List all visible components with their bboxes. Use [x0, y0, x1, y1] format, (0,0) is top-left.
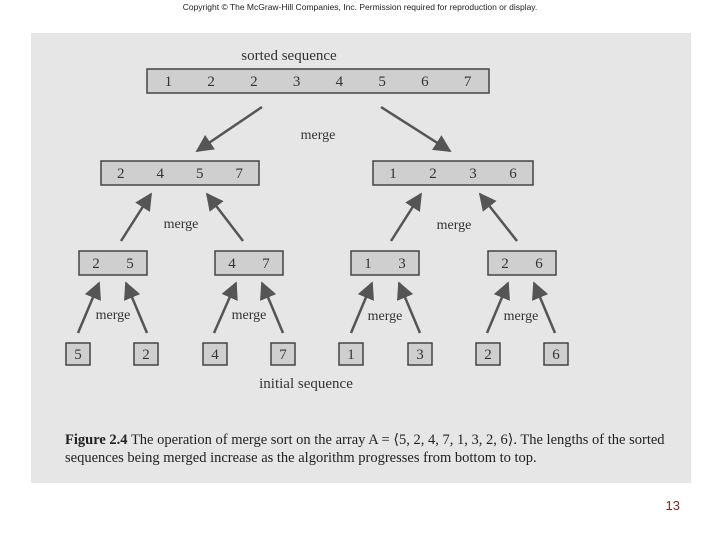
array-box: [100, 160, 260, 186]
array-cell-value: 2: [250, 74, 258, 90]
array-box: [146, 68, 490, 94]
merge-label: merge: [437, 218, 472, 233]
sorted-sequence-label: sorted sequence: [241, 48, 337, 64]
array-cell-value: 2: [142, 347, 150, 363]
merge-label: merge: [232, 308, 267, 323]
page-number: 13: [665, 498, 680, 513]
merge-arrow: [119, 192, 153, 242]
array-cell-value: 6: [421, 74, 429, 90]
copyright-notice: Copyright © The McGraw-Hill Companies, I…: [182, 2, 538, 12]
array-box: [214, 250, 284, 276]
merge-arrow: [205, 192, 244, 242]
array-box: [543, 342, 569, 366]
array-cell-value: 7: [279, 347, 287, 363]
merge-arrow: [195, 105, 263, 153]
array-cell-value: 1: [364, 256, 372, 272]
merge-sort-diagram: sorted sequence initial sequence 1 2 2 3 4 5 6…: [65, 48, 569, 392]
array-cell-value: 6: [535, 256, 543, 272]
array-cell-value: 1: [165, 74, 173, 90]
merge-label: merge: [301, 128, 336, 143]
figure-label: Figure 2.4: [65, 432, 128, 448]
array-cell-value: 2: [501, 256, 509, 272]
merge-arrow: [76, 281, 101, 334]
array-box: [372, 160, 534, 186]
array-cell-value: 5: [126, 256, 134, 272]
array-cell-value: 2: [484, 347, 492, 363]
array-cell-value: 6: [552, 347, 560, 363]
merge-label: merge: [164, 217, 199, 232]
array-cell-value: 3: [416, 347, 424, 363]
merge-arrow: [532, 281, 557, 334]
array-box: [202, 342, 228, 366]
merge-label: merge: [96, 308, 131, 323]
merge-sort-figure: sorted sequence initial sequence 1 2 2 3 4 5 6…: [31, 33, 691, 483]
array-box: [65, 342, 91, 366]
array-box: [270, 342, 296, 366]
array-cell-value: 7: [262, 256, 270, 272]
array-box: [407, 342, 433, 366]
array-cell-value: 2: [117, 166, 125, 182]
array-box: [475, 342, 501, 366]
array-cell-value: 6: [509, 166, 517, 182]
merge-arrow: [485, 281, 510, 334]
array-box: [487, 250, 557, 276]
caption-text: The operation of merge sort on the array…: [65, 432, 665, 466]
array-cell-value: 5: [378, 74, 386, 90]
array-cell-value: 2: [92, 256, 100, 272]
merge-arrow: [124, 281, 149, 334]
merge-arrow: [349, 281, 374, 334]
array-cell-value: 3: [293, 74, 301, 90]
array-cell-value: 4: [211, 347, 219, 363]
array-cell-value: 5: [196, 166, 204, 182]
array-box: [133, 342, 159, 366]
array-cell-value: 2: [429, 166, 437, 182]
merge-label: merge: [504, 309, 539, 324]
array-box: [338, 342, 364, 366]
merge-label: merge: [368, 309, 403, 324]
merge-arrows: [76, 105, 557, 334]
array-cell-value: 4: [336, 74, 344, 90]
merge-arrow: [212, 281, 238, 334]
initial-sequence-label: initial sequence: [259, 376, 353, 392]
merge-arrow: [478, 192, 518, 242]
merge-arrow: [389, 192, 423, 242]
array-cell-value: 7: [236, 166, 244, 182]
array-cell-value: 1: [347, 347, 355, 363]
array-cell-value: 4: [228, 256, 236, 272]
merge-arrow: [260, 281, 285, 334]
array-cell-value: 3: [469, 166, 477, 182]
figure-caption: Figure 2.4 The operation of merge sort o…: [65, 431, 685, 467]
array-cell-value: 7: [464, 74, 472, 90]
merge-arrow: [397, 281, 422, 334]
merge-arrow: [380, 105, 452, 153]
array-box: [350, 250, 420, 276]
array-cell-value: 5: [74, 347, 82, 363]
array-cell-value: 3: [398, 256, 406, 272]
array-cell-value: 4: [157, 166, 165, 182]
array-cell-value: 2: [207, 74, 215, 90]
array-cell-value: 1: [389, 166, 397, 182]
array-box: [78, 250, 148, 276]
